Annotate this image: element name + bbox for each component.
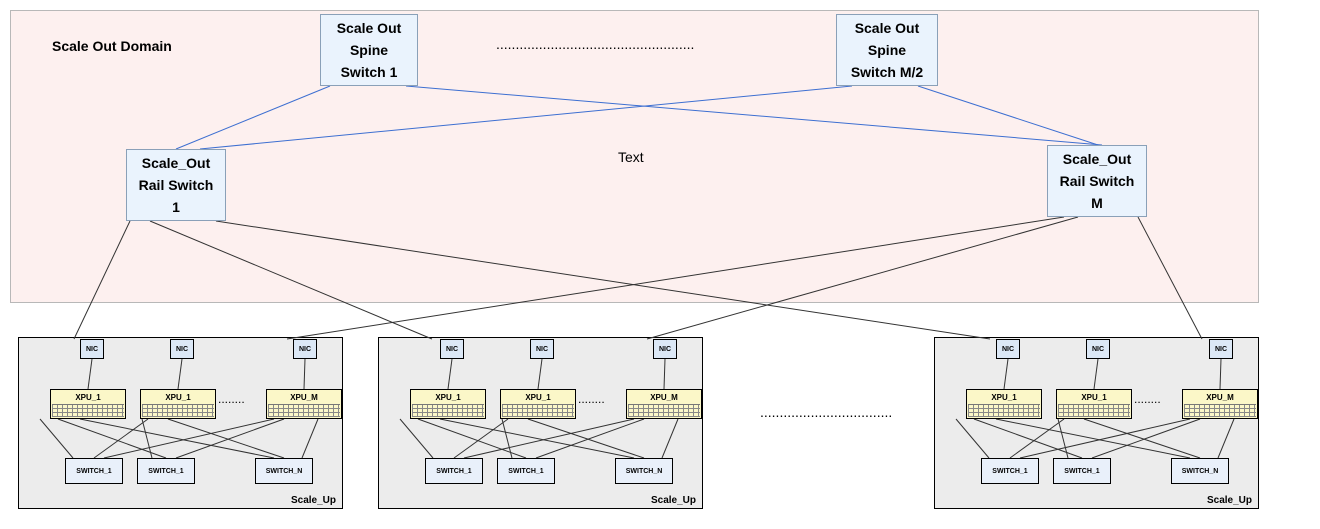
rail-switch-m[interactable]: Scale_Out Rail Switch M: [1047, 145, 1147, 217]
xpu[interactable]: XPU_1: [140, 389, 216, 419]
spine-ellipsis: ........................................…: [496, 36, 695, 52]
xpu-label: XPU_1: [435, 393, 461, 402]
xpu-label: XPU_1: [165, 393, 191, 402]
xpu[interactable]: XPU_1: [1056, 389, 1132, 419]
scale-up-switch[interactable]: SWITCH_N: [1171, 458, 1229, 484]
xpu-port-grid: [628, 404, 700, 417]
scale-up-switch[interactable]: SWITCH_1: [425, 458, 483, 484]
xpu-label: XPU_1: [991, 393, 1017, 402]
xpu-port-grid: [502, 404, 574, 417]
xpu-port-grid: [268, 404, 340, 417]
xpu-label: XPU_M: [1206, 393, 1234, 402]
xpu[interactable]: XPU_M: [266, 389, 342, 419]
scale-up-switch[interactable]: SWITCH_1: [497, 458, 555, 484]
xpu-port-grid: [142, 404, 214, 417]
rail-switch-1[interactable]: Scale_Out Rail Switch 1: [126, 149, 226, 221]
xpu[interactable]: XPU_1: [410, 389, 486, 419]
nic[interactable]: NIC: [1209, 339, 1233, 359]
nic[interactable]: NIC: [170, 339, 194, 359]
xpu-label: XPU_1: [525, 393, 551, 402]
xpu-port-grid: [968, 404, 1040, 417]
nic[interactable]: NIC: [1086, 339, 1110, 359]
nic[interactable]: NIC: [530, 339, 554, 359]
pod-label: Scale_Up: [290, 495, 336, 506]
spine-switch-m2[interactable]: Scale Out Spine Switch M/2: [836, 14, 938, 86]
xpu-port-grid: [52, 404, 124, 417]
xpu-label: XPU_1: [75, 393, 101, 402]
xpu[interactable]: XPU_M: [626, 389, 702, 419]
pod-ellipsis: ........................................…: [760, 404, 892, 420]
xpu-ellipsis: ........: [218, 392, 245, 406]
nic[interactable]: NIC: [653, 339, 677, 359]
xpu-label: XPU_M: [290, 393, 318, 402]
xpu[interactable]: XPU_M: [1182, 389, 1258, 419]
scale-up-switch[interactable]: SWITCH_1: [65, 458, 123, 484]
pod-label: Scale_Up: [650, 495, 696, 506]
spine-switch-1[interactable]: Scale Out Spine Switch 1: [320, 14, 418, 86]
nic[interactable]: NIC: [80, 339, 104, 359]
nic[interactable]: NIC: [440, 339, 464, 359]
xpu-label: XPU_1: [1081, 393, 1107, 402]
scale-up-switch[interactable]: SWITCH_N: [255, 458, 313, 484]
nic[interactable]: NIC: [293, 339, 317, 359]
scale-up-switch[interactable]: SWITCH_1: [137, 458, 195, 484]
xpu[interactable]: XPU_1: [50, 389, 126, 419]
xpu-port-grid: [1184, 404, 1256, 417]
domain-label: Scale Out Domain: [52, 38, 172, 54]
scale-up-switch[interactable]: SWITCH_1: [981, 458, 1039, 484]
center-text: Text: [618, 149, 644, 165]
scale-up-switch[interactable]: SWITCH_1: [1053, 458, 1111, 484]
nic[interactable]: NIC: [996, 339, 1020, 359]
xpu-port-grid: [412, 404, 484, 417]
xpu-ellipsis: ........: [578, 392, 605, 406]
scale-up-switch[interactable]: SWITCH_N: [615, 458, 673, 484]
xpu-ellipsis: ........: [1134, 392, 1161, 406]
xpu-port-grid: [1058, 404, 1130, 417]
xpu-label: XPU_M: [650, 393, 678, 402]
xpu[interactable]: XPU_1: [966, 389, 1042, 419]
pod-label: Scale_Up: [1206, 495, 1252, 506]
xpu[interactable]: XPU_1: [500, 389, 576, 419]
